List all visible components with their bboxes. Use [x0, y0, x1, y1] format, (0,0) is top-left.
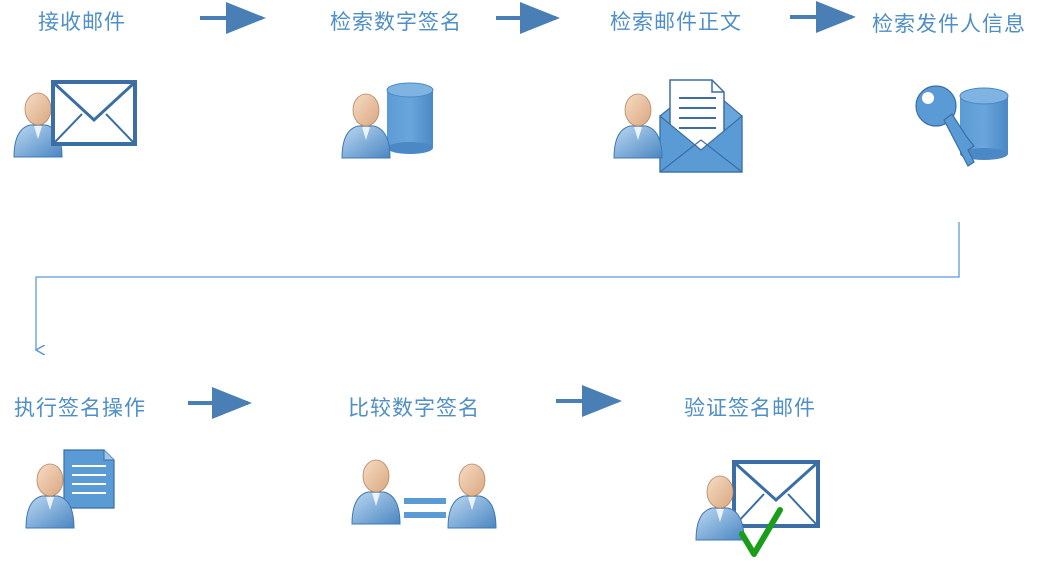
step-label-verify-mail: 验证签名邮件: [684, 396, 816, 420]
user-mail-check-icon: [695, 460, 820, 557]
user-equals-user-icon: [351, 459, 497, 529]
step-label-compare-signature: 比较数字签名: [348, 396, 480, 420]
user-open-mail-icon: [613, 79, 743, 173]
step-label-sign-operation: 执行签名操作: [14, 396, 146, 420]
return-connector: [36, 222, 960, 350]
user-document-icon: [25, 449, 115, 529]
step-label-retrieve-body: 检索邮件正文: [610, 10, 742, 34]
key-database-icon: [915, 85, 1009, 167]
user-mail-icon: [13, 80, 137, 158]
step-label-retrieve-signature: 检索数字签名: [330, 10, 462, 34]
step-label-receive-mail: 接收邮件: [38, 10, 126, 34]
user-database-icon: [341, 82, 434, 159]
step-label-retrieve-sender: 检索发件人信息: [872, 12, 1026, 36]
